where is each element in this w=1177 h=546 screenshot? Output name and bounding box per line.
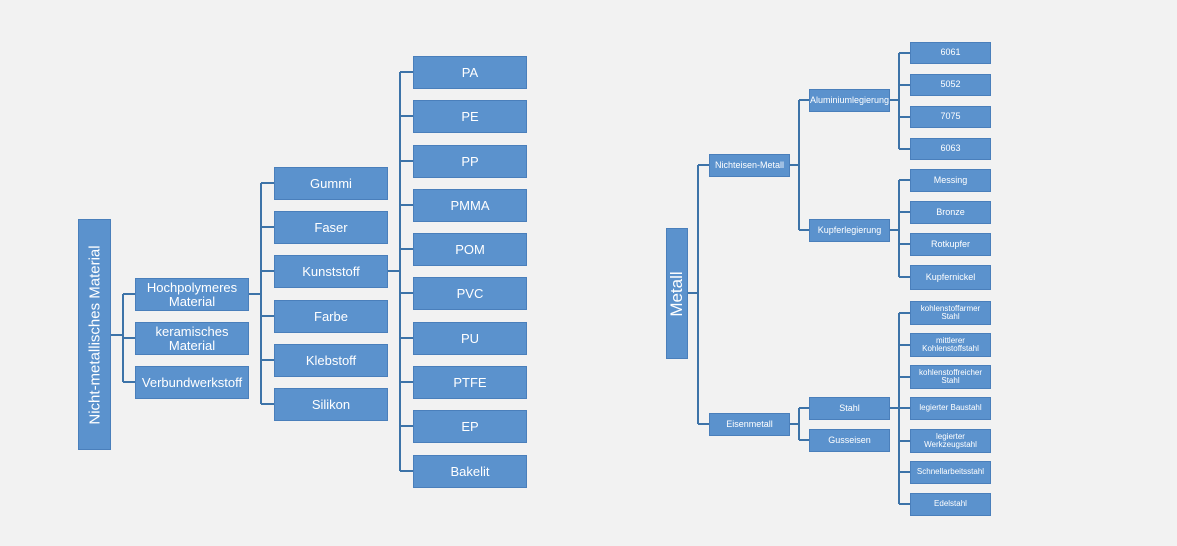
stahl-item-node: Schnellarbeitsstahl: [910, 461, 991, 484]
nichteisen-node: Nichteisen-Metall: [709, 154, 790, 177]
stahl-item-node: legierter Baustahl: [910, 397, 991, 420]
stahl-item-node: legierter Werkzeugstahl: [910, 429, 991, 453]
alu-item-node: 7075: [910, 106, 991, 128]
left-l3-node: PA: [413, 56, 527, 89]
alu-item-node: 6061: [910, 42, 991, 64]
alu-node: Aluminiumlegierung: [809, 89, 890, 112]
left-l2-node: Silikon: [274, 388, 388, 421]
right-root-node: Metall: [666, 228, 688, 359]
left-l3-node: EP: [413, 410, 527, 443]
alu-item-node: 5052: [910, 74, 991, 96]
left-l1-node: Hochpolymeres Material: [135, 278, 249, 311]
left-l3-node: PVC: [413, 277, 527, 310]
kupfer-node: Kupferlegierung: [809, 219, 890, 242]
left-l2-node: Klebstoff: [274, 344, 388, 377]
alu-item-node: 6063: [910, 138, 991, 160]
left-l3-node: PU: [413, 322, 527, 355]
right-root-label: Metall: [667, 270, 686, 317]
kupfer-item-node: Messing: [910, 169, 991, 192]
stahl-item-node: kohlenstoffarmer Stahl: [910, 301, 991, 325]
left-l1-node: Verbundwerkstoff: [135, 366, 249, 399]
left-root-label: Nicht-metallisches Material: [86, 244, 103, 425]
left-l2-node: Kunststoff: [274, 255, 388, 288]
left-l2-node: Faser: [274, 211, 388, 244]
left-l2-node: Gummi: [274, 167, 388, 200]
left-l2-node: Farbe: [274, 300, 388, 333]
left-l3-node: POM: [413, 233, 527, 266]
left-l3-node: PP: [413, 145, 527, 178]
eisen-node: Eisenmetall: [709, 413, 790, 436]
stahl-item-node: Edelstahl: [910, 493, 991, 516]
guss-node: Gusseisen: [809, 429, 890, 452]
left-l1-node: keramisches Material: [135, 322, 249, 355]
left-root-node: Nicht-metallisches Material: [78, 219, 111, 450]
kupfer-item-node: Rotkupfer: [910, 233, 991, 256]
kupfer-item-node: Kupfernickel: [910, 265, 991, 290]
stahl-node: Stahl: [809, 397, 890, 420]
kupfer-item-node: Bronze: [910, 201, 991, 224]
stahl-item-node: kohlenstoffreicher Stahl: [910, 365, 991, 389]
left-l3-node: PMMA: [413, 189, 527, 222]
left-l3-node: PE: [413, 100, 527, 133]
left-l3-node: Bakelit: [413, 455, 527, 488]
stahl-item-node: mittlerer Kohlenstoffstahl: [910, 333, 991, 357]
left-l3-node: PTFE: [413, 366, 527, 399]
